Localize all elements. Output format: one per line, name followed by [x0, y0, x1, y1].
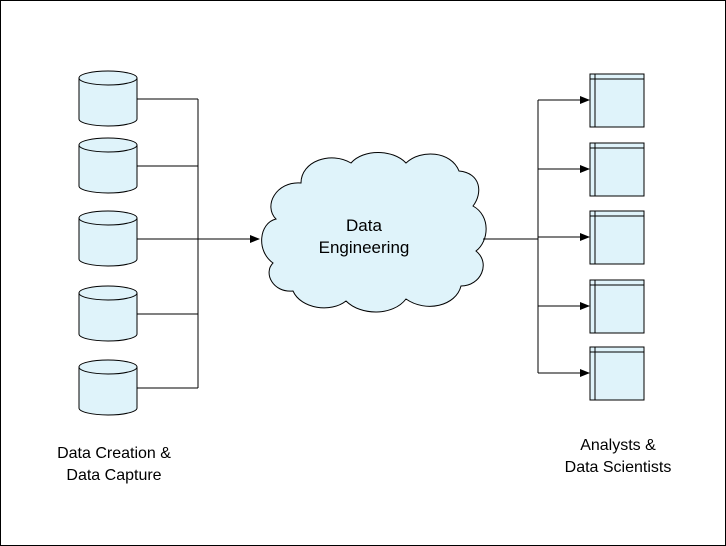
database-icon [78, 70, 138, 127]
sources-caption-line1: Data Creation & [57, 445, 171, 462]
database-icon [78, 285, 138, 342]
source-connectors [137, 98, 199, 389]
sources-caption: Data Creation & Data Capture [29, 443, 199, 487]
database-icon [78, 137, 138, 194]
data-engineering-cloud [261, 152, 487, 313]
document-icon [589, 210, 645, 265]
cloud-label-line2: Engineering [318, 238, 410, 257]
cloud-label: Data Engineering [264, 215, 464, 259]
consumers-caption-line1: Analysts & [580, 437, 656, 454]
document-icon [589, 142, 645, 197]
document-icon [589, 346, 645, 401]
data-consumers [589, 73, 645, 401]
document-icon [589, 279, 645, 334]
document-icon [589, 73, 645, 128]
consumer-connectors [483, 96, 590, 377]
data-sources [78, 70, 138, 416]
database-icon [78, 359, 138, 416]
consumers-caption: Analysts & Data Scientists [533, 435, 703, 479]
consumers-caption-line2: Data Scientists [564, 459, 672, 476]
database-icon [78, 210, 138, 267]
cloud-label-line1: Data [346, 216, 382, 235]
sources-caption-line2: Data Capture [66, 467, 162, 484]
